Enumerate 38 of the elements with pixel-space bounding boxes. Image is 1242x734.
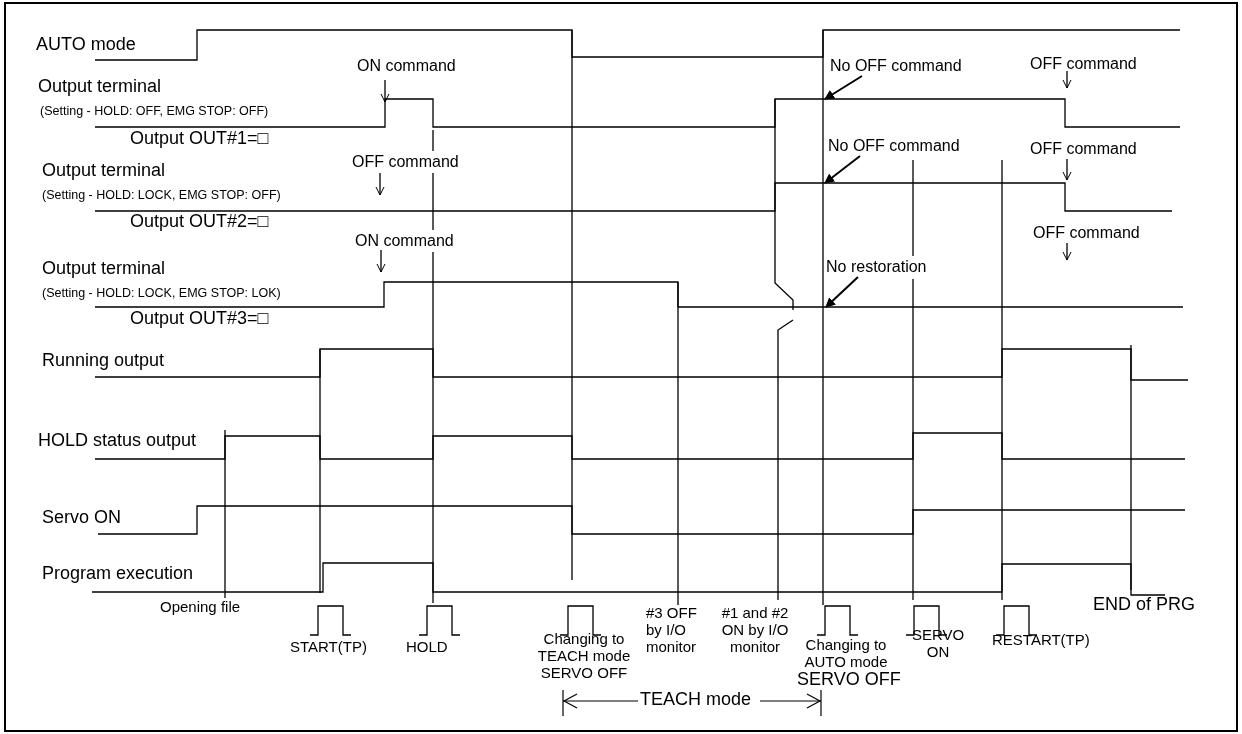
signal-label: AUTO mode bbox=[36, 34, 136, 55]
signal-label: HOLD status output bbox=[38, 430, 197, 451]
annotation-label: No restoration bbox=[826, 258, 927, 276]
output-label: Output OUT#3=□ bbox=[130, 308, 269, 329]
event-label: SERVO ON bbox=[910, 627, 966, 661]
leader-arrow bbox=[825, 276, 859, 308]
output-label: Output OUT#1=□ bbox=[130, 128, 269, 149]
event-label: RESTART(TP) bbox=[992, 632, 1090, 649]
setting-note: (Setting - HOLD: LOCK, EMG STOP: LOK) bbox=[42, 286, 281, 300]
signal-label: Servo ON bbox=[42, 507, 122, 528]
leader-arrow bbox=[824, 75, 863, 100]
signal-label: Program execution bbox=[42, 563, 194, 584]
span-label: TEACH mode bbox=[640, 689, 752, 710]
event-label: END of PRG bbox=[1093, 594, 1196, 615]
command-label: OFF command bbox=[1030, 55, 1137, 73]
event-label: SERVO OFF bbox=[797, 669, 901, 690]
event-label: Opening file bbox=[160, 599, 241, 616]
event-label: #1 and #2 ON by I/O monitor bbox=[720, 605, 790, 656]
leader-arrow bbox=[824, 155, 861, 184]
setting-note: (Setting - HOLD: LOCK, EMG STOP: OFF) bbox=[42, 188, 281, 202]
annotation-label: No OFF command bbox=[830, 57, 962, 75]
command-label: ON command bbox=[355, 232, 454, 250]
setting-note: (Setting - HOLD: OFF, EMG STOP: OFF) bbox=[40, 104, 269, 118]
signal-label: Output terminal bbox=[42, 258, 166, 279]
event-label: #3 OFF by I/O monitor bbox=[646, 605, 698, 656]
command-label: ON command bbox=[357, 57, 456, 75]
event-label: Changing to AUTO mode bbox=[803, 637, 889, 671]
event-label: Changing to TEACH mode SERVO OFF bbox=[536, 631, 632, 682]
signal-label: Output terminal bbox=[38, 76, 162, 97]
command-label: OFF command bbox=[1033, 224, 1140, 242]
command-label: OFF command bbox=[352, 153, 459, 171]
event-label: START(TP) bbox=[290, 639, 367, 656]
output-label: Output OUT#2=□ bbox=[130, 211, 269, 232]
event-label: HOLD bbox=[406, 639, 448, 656]
signal-label: Running output bbox=[42, 350, 165, 371]
annotation-label: No OFF command bbox=[828, 137, 960, 155]
signal-label: Output terminal bbox=[42, 160, 166, 181]
command-label: OFF command bbox=[1030, 140, 1137, 158]
